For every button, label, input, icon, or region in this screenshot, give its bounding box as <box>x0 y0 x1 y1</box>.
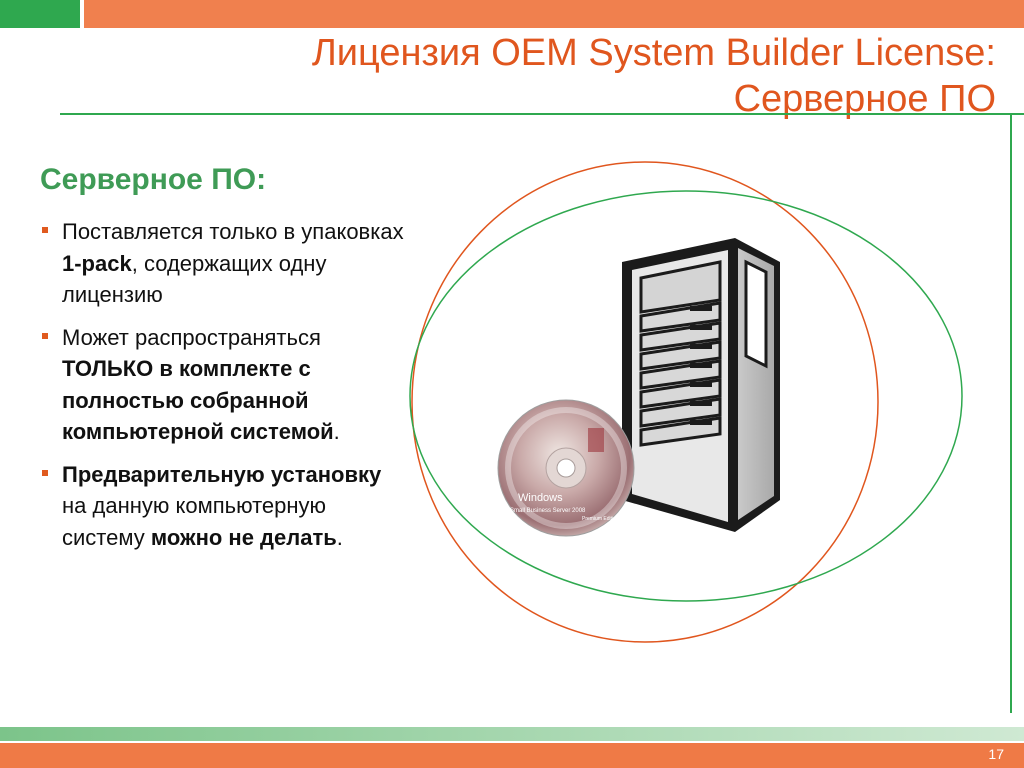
disc-edition: Premium Edition <box>582 516 619 522</box>
orange-orbit <box>411 161 879 643</box>
section-heading: Серверное ПО: <box>40 163 267 196</box>
bullet-item-1: Поставляется только в упаковках 1-pack, … <box>40 216 410 311</box>
bullet-list: Поставляется только в упаковках 1-pack, … <box>40 216 410 564</box>
bullet-marker <box>42 227 48 233</box>
bullet-item-2: Может распространяться ТОЛЬКО в комплект… <box>40 322 410 448</box>
right-frame-line <box>1010 113 1012 713</box>
bullet-marker <box>42 469 48 476</box>
title-divider <box>60 113 1024 115</box>
green-orbit <box>409 190 963 602</box>
disc-product: Small Business Server 2008 <box>510 508 586 514</box>
top-accent-bar-orange <box>84 0 1024 28</box>
title-line-1: Лицензия OEM System Builder License: <box>311 32 996 74</box>
disc-brand: Windows <box>518 492 563 504</box>
bullet-item-3: Предварительную установку на данную комп… <box>40 459 410 554</box>
server-tower-icon <box>622 238 780 532</box>
top-accent-bar-green <box>0 0 80 28</box>
page-number: 17 <box>988 746 1004 762</box>
installation-disc-icon: Windows Small Business Server 2008 Premi… <box>497 399 635 537</box>
bullet-marker <box>42 332 48 339</box>
footer-bar-orange <box>0 743 1024 768</box>
footer-bar-green <box>0 727 1024 741</box>
